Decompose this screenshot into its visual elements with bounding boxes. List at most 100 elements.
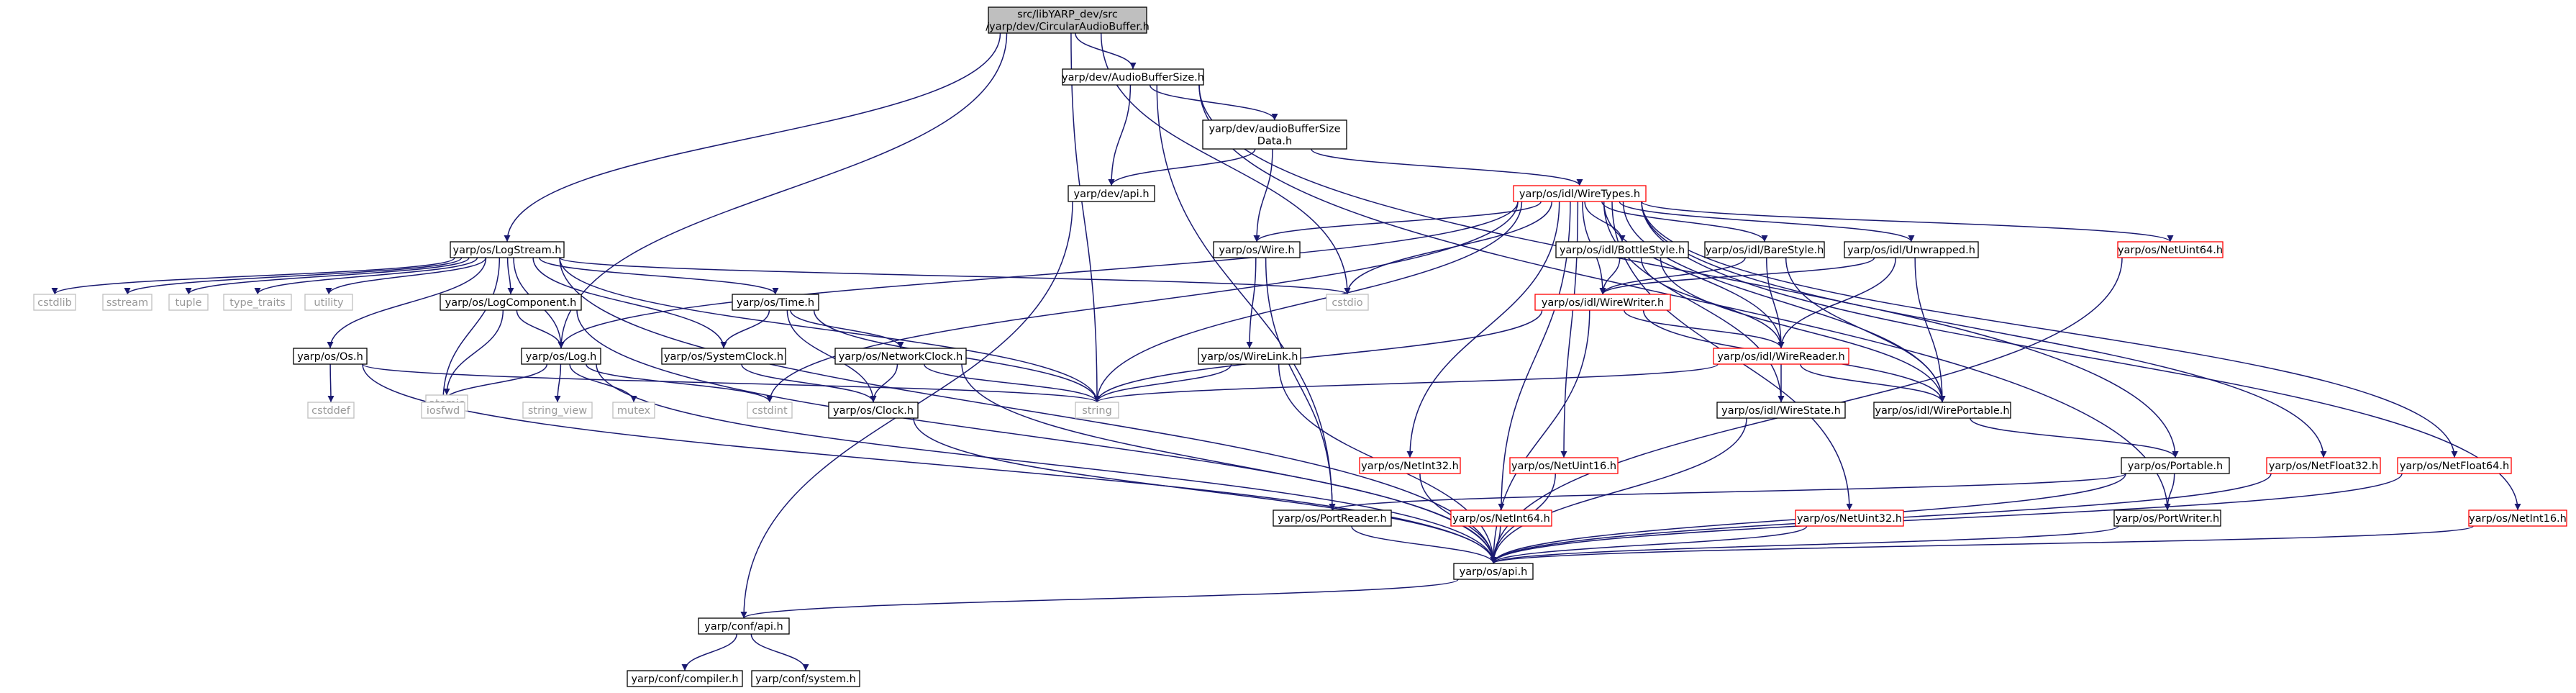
node-ostime[interactable]: yarp/os/Time.h — [732, 294, 819, 311]
node-type_traits[interactable]: type_traits — [223, 294, 292, 311]
node-label: yarp/os/idl/WireWriter.h — [1542, 297, 1664, 309]
node-string_view[interactable]: string_view — [522, 402, 593, 419]
node-oswire[interactable]: yarp/os/Wire.h — [1213, 241, 1301, 258]
edge-wiretypes-to-oslog — [557, 201, 1519, 349]
node-logstream[interactable]: yarp/os/LogStream.h — [450, 241, 565, 258]
node-unwrapped[interactable]: yarp/os/idl/Unwrapped.h — [1844, 241, 1979, 258]
node-label: yarp/os/LogComponent.h — [445, 297, 577, 309]
node-box — [988, 6, 1147, 34]
node-label: Data.h — [1257, 136, 1292, 148]
edge-absd-to-wiretypes — [1311, 148, 1583, 186]
edge-logstream-to-iosfwd — [440, 257, 501, 403]
node-netuint16[interactable]: yarp/os/NetUint16.h — [1509, 457, 1619, 474]
edge-abs-to-portable — [1198, 84, 2179, 458]
node-box — [747, 402, 793, 419]
node-wiretypes[interactable]: yarp/os/idl/WireTypes.h — [1513, 185, 1647, 202]
node-wirelink[interactable]: yarp/os/WireLink.h — [1198, 348, 1301, 365]
node-cstdlib[interactable]: cstdlib — [33, 294, 76, 311]
node-netfloat64[interactable]: yarp/os/NetFloat64.h — [2397, 457, 2512, 474]
edge-wirelink-to-string — [1093, 363, 1232, 403]
node-label: yarp/os/NetFloat64.h — [2400, 461, 2509, 472]
node-osapi[interactable]: yarp/os/api.h — [1453, 563, 1534, 580]
node-netint16[interactable]: yarp/os/NetInt16.h — [2468, 509, 2567, 527]
node-box — [33, 294, 76, 311]
node-sysclock[interactable]: yarp/os/SystemClock.h — [661, 348, 786, 365]
node-label: yarp/conf/system.h — [755, 674, 856, 685]
node-wirewriter[interactable]: yarp/os/idl/WireWriter.h — [1534, 294, 1671, 311]
node-label: yarp/os/idl/WireTypes.h — [1519, 189, 1640, 200]
node-netint64[interactable]: yarp/os/NetInt64.h — [1450, 509, 1552, 527]
node-portable[interactable]: yarp/os/Portable.h — [2121, 457, 2230, 474]
edge-wiretypes-to-netuint16 — [1560, 201, 1579, 458]
edge-oslog-to-cstdint — [586, 363, 773, 403]
node-box — [2117, 241, 2224, 258]
edge-logstream-to-cstdio — [559, 257, 1351, 295]
node-label: cstdio — [1332, 297, 1362, 309]
node-box — [168, 294, 209, 311]
node-netfloat32[interactable]: yarp/os/NetFloat32.h — [2266, 457, 2381, 474]
node-netuint64[interactable]: yarp/os/NetUint64.h — [2117, 241, 2224, 258]
node-sstream[interactable]: sstream — [102, 294, 153, 311]
node-label: cstddef — [311, 405, 351, 417]
edge-logcomp-to-atomic — [443, 309, 504, 396]
node-portreader[interactable]: yarp/os/PortReader.h — [1273, 509, 1392, 527]
node-wirereader[interactable]: yarp/os/idl/WireReader.h — [1713, 348, 1849, 365]
node-barestyle[interactable]: yarp/os/idl/BareStyle.h — [1704, 241, 1825, 258]
node-osos[interactable]: yarp/os/Os.h — [293, 348, 368, 365]
node-portwriter[interactable]: yarp/os/PortWriter.h — [2113, 509, 2221, 527]
node-osclock[interactable]: yarp/os/Clock.h — [828, 402, 919, 419]
node-logcomp[interactable]: yarp/os/LogComponent.h — [440, 294, 582, 311]
node-oslog[interactable]: yarp/os/Log.h — [521, 348, 601, 365]
node-netclock[interactable]: yarp/os/NetworkClock.h — [834, 348, 967, 365]
node-box — [1202, 119, 1347, 150]
edge-barestyle-to-wirewriter — [1599, 257, 1746, 295]
node-label: mutex — [617, 405, 651, 417]
edge-oswire-to-wirelink — [1246, 257, 1257, 349]
edge-root-to-abs — [1075, 32, 1137, 70]
node-label: yarp/os/Log.h — [526, 351, 597, 363]
node-label: iosfwd — [427, 405, 460, 417]
node-bottlestyle[interactable]: yarp/os/idl/BottleStyle.h — [1555, 241, 1689, 258]
node-box — [1555, 241, 1689, 258]
node-label: yarp/os/idl/BottleStyle.h — [1560, 245, 1685, 256]
node-system[interactable]: yarp/conf/system.h — [751, 670, 860, 687]
node-utility[interactable]: utility — [304, 294, 353, 311]
node-box — [1509, 457, 1619, 474]
node-box — [1534, 294, 1671, 311]
edge-wiretypes-to-netfloat32 — [1641, 201, 2327, 458]
node-tuple[interactable]: tuple — [168, 294, 209, 311]
node-label: yarp/os/NetInt32.h — [1361, 461, 1459, 472]
node-box — [450, 241, 565, 258]
node-label: yarp/os/NetInt16.h — [2469, 513, 2567, 525]
node-label: yarp/os/WireLink.h — [1201, 351, 1298, 363]
node-box — [698, 617, 790, 635]
edge-netclock-to-osclock — [870, 363, 898, 403]
edge-portable-to-portreader — [1329, 473, 2126, 511]
node-netuint32[interactable]: yarp/os/NetUint32.h — [1795, 509, 1904, 527]
node-wirestate[interactable]: yarp/os/idl/WireState.h — [1716, 402, 1846, 419]
edge-absd-to-oswire — [1253, 148, 1273, 243]
edges-layer — [51, 32, 2521, 671]
node-label: yarp/os/idl/BareStyle.h — [1706, 245, 1824, 256]
node-string[interactable]: string — [1075, 402, 1119, 419]
node-cstdio[interactable]: cstdio — [1326, 294, 1369, 311]
node-wireportable[interactable]: yarp/os/idl/WirePortable.h — [1873, 402, 2011, 419]
node-box — [834, 348, 967, 365]
node-root[interactable]: src/libYARP_dev/src/yarp/dev/CircularAud… — [986, 6, 1150, 34]
node-iosfwd[interactable]: iosfwd — [421, 402, 465, 419]
edge-unwrapped-to-wirewriter — [1599, 257, 1875, 295]
node-compiler[interactable]: yarp/conf/compiler.h — [627, 670, 743, 687]
node-label: yarp/dev/AudioBufferSize.h — [1062, 72, 1204, 83]
node-label: yarp/os/NetFloat32.h — [2269, 461, 2378, 472]
node-abs[interactable]: yarp/dev/AudioBufferSize.h — [1062, 68, 1204, 86]
node-cstddef[interactable]: cstddef — [307, 402, 355, 419]
node-devapi[interactable]: yarp/dev/api.h — [1068, 185, 1155, 202]
edge-logstream-to-string — [559, 257, 1101, 403]
node-netint32[interactable]: yarp/os/NetInt32.h — [1359, 457, 1461, 474]
node-confapi[interactable]: yarp/conf/api.h — [698, 617, 790, 635]
node-cstdint[interactable]: cstdint — [747, 402, 793, 419]
node-mutex[interactable]: mutex — [612, 402, 655, 419]
node-label: yarp/os/Portable.h — [2128, 461, 2223, 472]
node-label: yarp/os/idl/Unwrapped.h — [1847, 245, 1975, 256]
